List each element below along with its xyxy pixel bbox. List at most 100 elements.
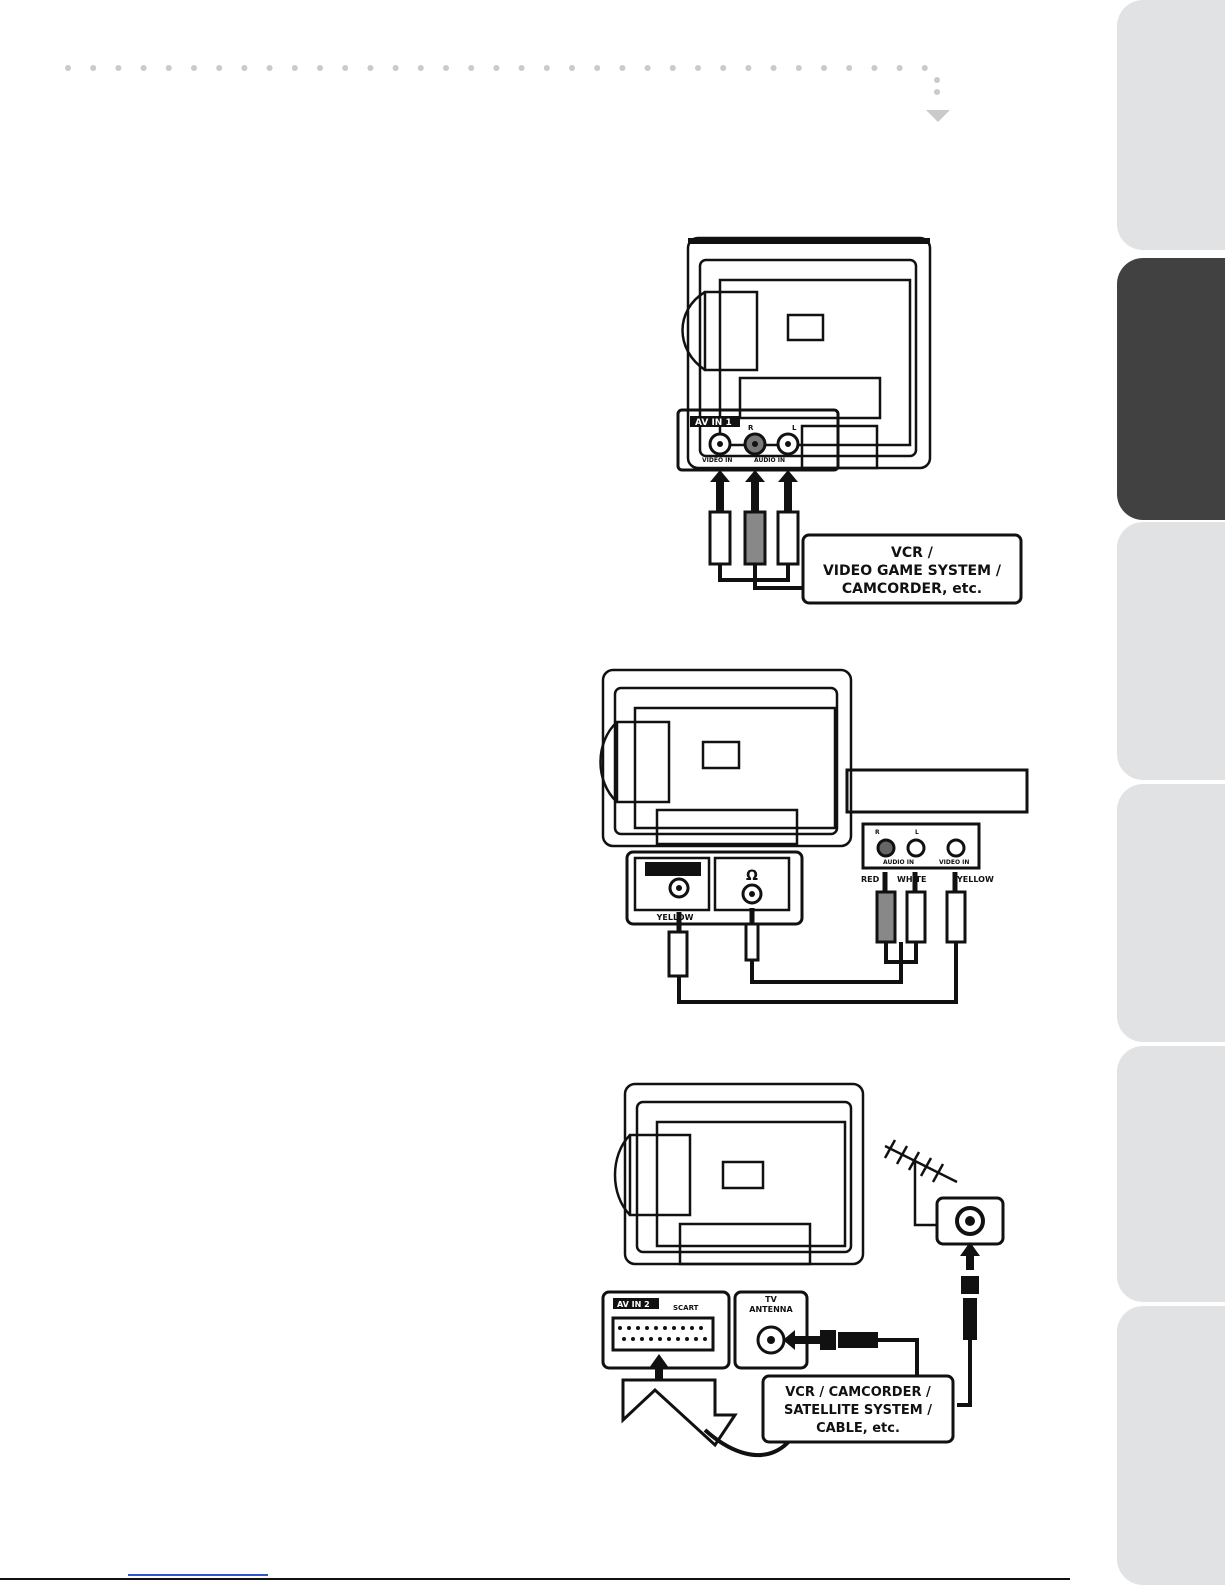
tv-rear-outline [625,1084,863,1264]
video-in-label: VIDEO IN [939,859,969,866]
device-line-2: VIDEO GAME SYSTEM / [823,563,1002,579]
side-tab-3[interactable] [1117,522,1225,780]
header-dot [871,65,877,71]
header-dot [846,65,852,71]
header-dot [493,65,499,71]
footer-link-underline[interactable] [128,1574,268,1576]
video-in-jack [948,840,964,856]
yellow-label-left: YELLOW [656,913,694,922]
device-line-2: SATELLITE SYSTEM / [784,1403,932,1418]
av-out-label-blackout [645,862,701,876]
scart-label: SCART [673,1304,699,1312]
antenna-label-1: TV [765,1295,777,1304]
header-dot [745,65,751,71]
header-dot [317,65,323,71]
header-dot [216,65,222,71]
jack-label-l: L [915,829,919,836]
header-dot [115,65,121,71]
audio-in-label: AUDIO IN [883,859,914,866]
scart-pin [690,1326,694,1330]
scart-pin [681,1326,685,1330]
audio-in-label: AUDIO IN [754,457,785,464]
scart-pin [667,1337,671,1341]
scart-socket [613,1318,713,1350]
header-dot [342,65,348,71]
diagram-av-in-2-antenna: AV IN 2 SCART TV ANTENNA VCR / CAMCORDER… [595,1080,1035,1475]
header-dot [619,65,625,71]
device-line-3: CABLE, etc. [816,1421,900,1436]
header-dot [367,65,373,71]
header-dot [720,65,726,71]
panel-title-av-in-2: AV IN 2 [617,1300,650,1309]
side-tab-4[interactable] [1117,784,1225,1042]
header-dot [645,65,651,71]
dotted-header-line [60,62,960,122]
side-tab-1[interactable] [1117,0,1225,250]
device-line-1: VCR / [891,545,934,561]
header-dot [670,65,676,71]
header-dot [267,65,273,71]
rca-cables [710,470,805,588]
scart-pin [618,1326,622,1330]
jack-label-l: L [792,424,797,432]
scart-pin [703,1337,707,1341]
antenna-label-2: ANTENNA [749,1305,793,1314]
header-dot [191,65,197,71]
cables [669,872,965,1002]
scart-pin [627,1326,631,1330]
scart-plug [623,1380,735,1445]
header-dot [821,65,827,71]
header-dot [241,65,247,71]
side-tab-6[interactable] [1117,1306,1225,1585]
scart-pin [640,1337,644,1341]
header-dot [897,65,903,71]
audio-l-jack [908,840,924,856]
header-dot [796,65,802,71]
scart-pin [654,1326,658,1330]
header-dot [922,65,928,71]
headphone-icon: Ω [746,868,758,884]
scart-pin [636,1326,640,1330]
panel-title-av-in-1: AV IN 1 [695,418,732,428]
header-dot [141,65,147,71]
side-tab-5[interactable] [1117,1046,1225,1302]
header-dot [443,65,449,71]
red-label: RED [861,875,880,884]
audio-r-jack [878,840,894,856]
jacks-row [710,434,798,454]
scart-pin [649,1337,653,1341]
scart-pin [685,1337,689,1341]
header-dot [292,65,298,71]
device-line-1: VCR / CAMCORDER / [785,1385,931,1400]
scart-pin [658,1337,662,1341]
footer-rule [0,1578,1070,1580]
header-dot [90,65,96,71]
header-dot [594,65,600,71]
jack-label-r: R [748,424,754,432]
scart-pin [645,1326,649,1330]
header-dot [695,65,701,71]
side-tab-2-active[interactable] [1117,258,1225,520]
external-device-box [847,770,1027,812]
side-tab-strip [1105,0,1225,1585]
header-dot [544,65,550,71]
header-dot [393,65,399,71]
scart-pin [699,1326,703,1330]
scart-pin [672,1326,676,1330]
scart-pin [622,1337,626,1341]
scart-pin [631,1337,635,1341]
header-dot [418,65,424,71]
yellow-label-right: YELLOW [956,875,994,884]
header-dot [65,65,71,71]
scart-pin [663,1326,667,1330]
video-in-label: VIDEO IN [702,457,732,464]
header-dot [771,65,777,71]
scart-pin [694,1337,698,1341]
header-dot [468,65,474,71]
tv-rear-outline [603,670,851,846]
header-dot [166,65,172,71]
arrow-down-icon [926,110,950,122]
header-dot [569,65,575,71]
white-label: WHITE [897,875,926,884]
diagram-av-in-1: AV IN 1 R L VIDEO IN AUDIO IN VCR / VIDE… [660,230,1030,610]
